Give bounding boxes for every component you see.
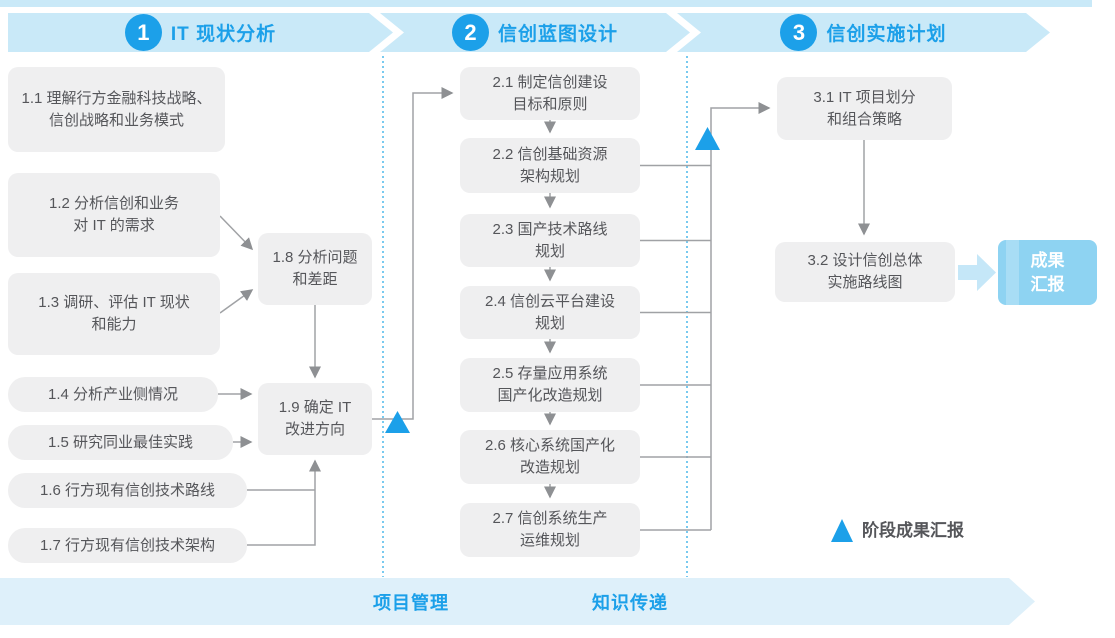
task-line: 国产化改造规划	[497, 387, 603, 404]
task-line: 2.3 国产技术路线	[492, 220, 608, 238]
task-box-3-1: 3.1 IT 项目划分 和组合策略	[777, 77, 952, 140]
bottom-process-banner: 项目管理 知识传递	[0, 578, 1035, 625]
result-report-box: 成果 汇报	[998, 240, 1097, 305]
task-box-1-1: 1.1 理解行方金融科技战略、 信创战略和业务模式	[8, 67, 225, 152]
task-box-1-6: 1.6 行方现有信创技术路线	[8, 473, 247, 508]
task-line: 2.6 核心系统国产化	[484, 437, 616, 455]
task-box-3-2: 3.2 设计信创总体 实施路线图	[775, 242, 955, 302]
task-line: 规划	[534, 314, 565, 332]
task-line: 和组合策略	[826, 110, 902, 128]
task-line: 2.7 信创系统生产	[492, 510, 608, 528]
task-box-2-3: 2.3 国产技术路线 规划	[460, 214, 640, 267]
result-line: 汇报	[1030, 274, 1065, 294]
task-line: 1.2 分析信创和业务	[48, 195, 180, 213]
task-box-2-2: 2.2 信创基础资源 架构规划	[460, 138, 640, 193]
task-box-2-6: 2.6 核心系统国产化 改造规划	[460, 430, 640, 484]
task-line: 1.4 分析产业侧情况	[47, 385, 179, 403]
top-border-strip	[0, 0, 1092, 7]
task-line: 运维规划	[519, 532, 580, 549]
knowledge-transfer-label: 知识传递	[592, 592, 668, 613]
milestone-triangle-phase2-icon	[695, 127, 720, 150]
task-line: 1.7 行方现有信创技术架构	[39, 536, 216, 554]
phase-number-badge-2: 2	[452, 14, 489, 51]
task-box-1-8: 1.8 分析问题 和差距	[258, 233, 372, 305]
connector-1-7-to-1-9	[247, 459, 321, 546]
task-line: 和差距	[292, 271, 338, 288]
task-line: 2.2 信创基础资源	[492, 145, 608, 163]
task-line: 实施路线图	[827, 274, 903, 291]
result-report-box-stripe	[1006, 240, 1019, 305]
task-box-2-1: 2.1 制定信创建设 目标和原则	[460, 67, 640, 120]
phase-number-badge-1: 1	[125, 14, 162, 51]
task-box-1-4: 1.4 分析产业侧情况	[8, 377, 218, 412]
task-box-1-5: 1.5 研究同业最佳实践	[8, 425, 233, 460]
task-line: 2.1 制定信创建设	[492, 73, 608, 91]
task-line: 3.1 IT 项目划分	[813, 88, 916, 106]
phase-banner-1: 1 IT 现状分析	[8, 13, 393, 52]
connector-collector-to-3-1	[710, 102, 771, 530]
connector-1-9-to-2-1	[372, 87, 454, 420]
task-line: 架构规划	[519, 167, 580, 185]
phase-number-badge-3: 3	[780, 14, 817, 51]
task-line: 1.6 行方现有信创技术路线	[39, 481, 216, 499]
task-box-2-4: 2.4 信创云平台建设 规划	[460, 286, 640, 339]
task-line: 1.8 分析问题	[272, 249, 358, 267]
task-line: 1.3 调研、评估 IT 现状	[38, 294, 190, 312]
task-line: 1.9 确定 IT	[278, 399, 352, 417]
result-block-arrow-icon	[958, 254, 996, 291]
task-line: 1.5 研究同业最佳实践	[47, 433, 194, 451]
task-box-1-9: 1.9 确定 IT 改进方向	[258, 383, 372, 455]
connector-1-2-to-1-8	[219, 215, 254, 251]
task-box-1-2: 1.2 分析信创和业务 对 IT 的需求	[8, 173, 220, 257]
task-line: 目标和原则	[512, 95, 588, 113]
task-line: 3.2 设计信创总体	[807, 252, 923, 270]
task-box-1-7: 1.7 行方现有信创技术架构	[8, 528, 247, 563]
phase-title-1: IT 现状分析	[170, 24, 277, 45]
project-management-label: 项目管理	[373, 592, 449, 613]
task-line: 信创战略和业务模式	[48, 111, 184, 129]
milestone-triangle-phase1-icon	[385, 411, 410, 433]
task-line: 2.4 信创云平台建设	[484, 292, 616, 310]
task-box-2-5: 2.5 存量应用系统 国产化改造规划	[460, 358, 640, 412]
task-line: 和能力	[91, 316, 137, 333]
task-line: 1.1 理解行方金融科技战略、	[21, 89, 212, 107]
task-line: 规划	[534, 242, 565, 260]
task-line: 2.5 存量应用系统	[492, 365, 608, 383]
result-line: 成果	[1030, 250, 1065, 270]
phase-title-3: 信创实施计划	[826, 24, 947, 45]
task-box-2-7: 2.7 信创系统生产 运维规划	[460, 503, 640, 557]
phase-banner-3: 3 信创实施计划	[677, 13, 1050, 52]
task-line: 对 IT 的需求	[73, 217, 155, 234]
task-line: 改造规划	[519, 459, 580, 476]
legend-label: 阶段成果汇报	[862, 521, 964, 540]
phase-banner-2: 2 信创蓝图设计	[380, 13, 690, 52]
task-box-1-3: 1.3 调研、评估 IT 现状 和能力	[8, 273, 220, 355]
legend-triangle-icon	[831, 519, 853, 542]
task-line: 改进方向	[284, 421, 345, 438]
phase-title-2: 信创蓝图设计	[497, 24, 618, 45]
connector-1-3-to-1-8	[219, 289, 254, 314]
